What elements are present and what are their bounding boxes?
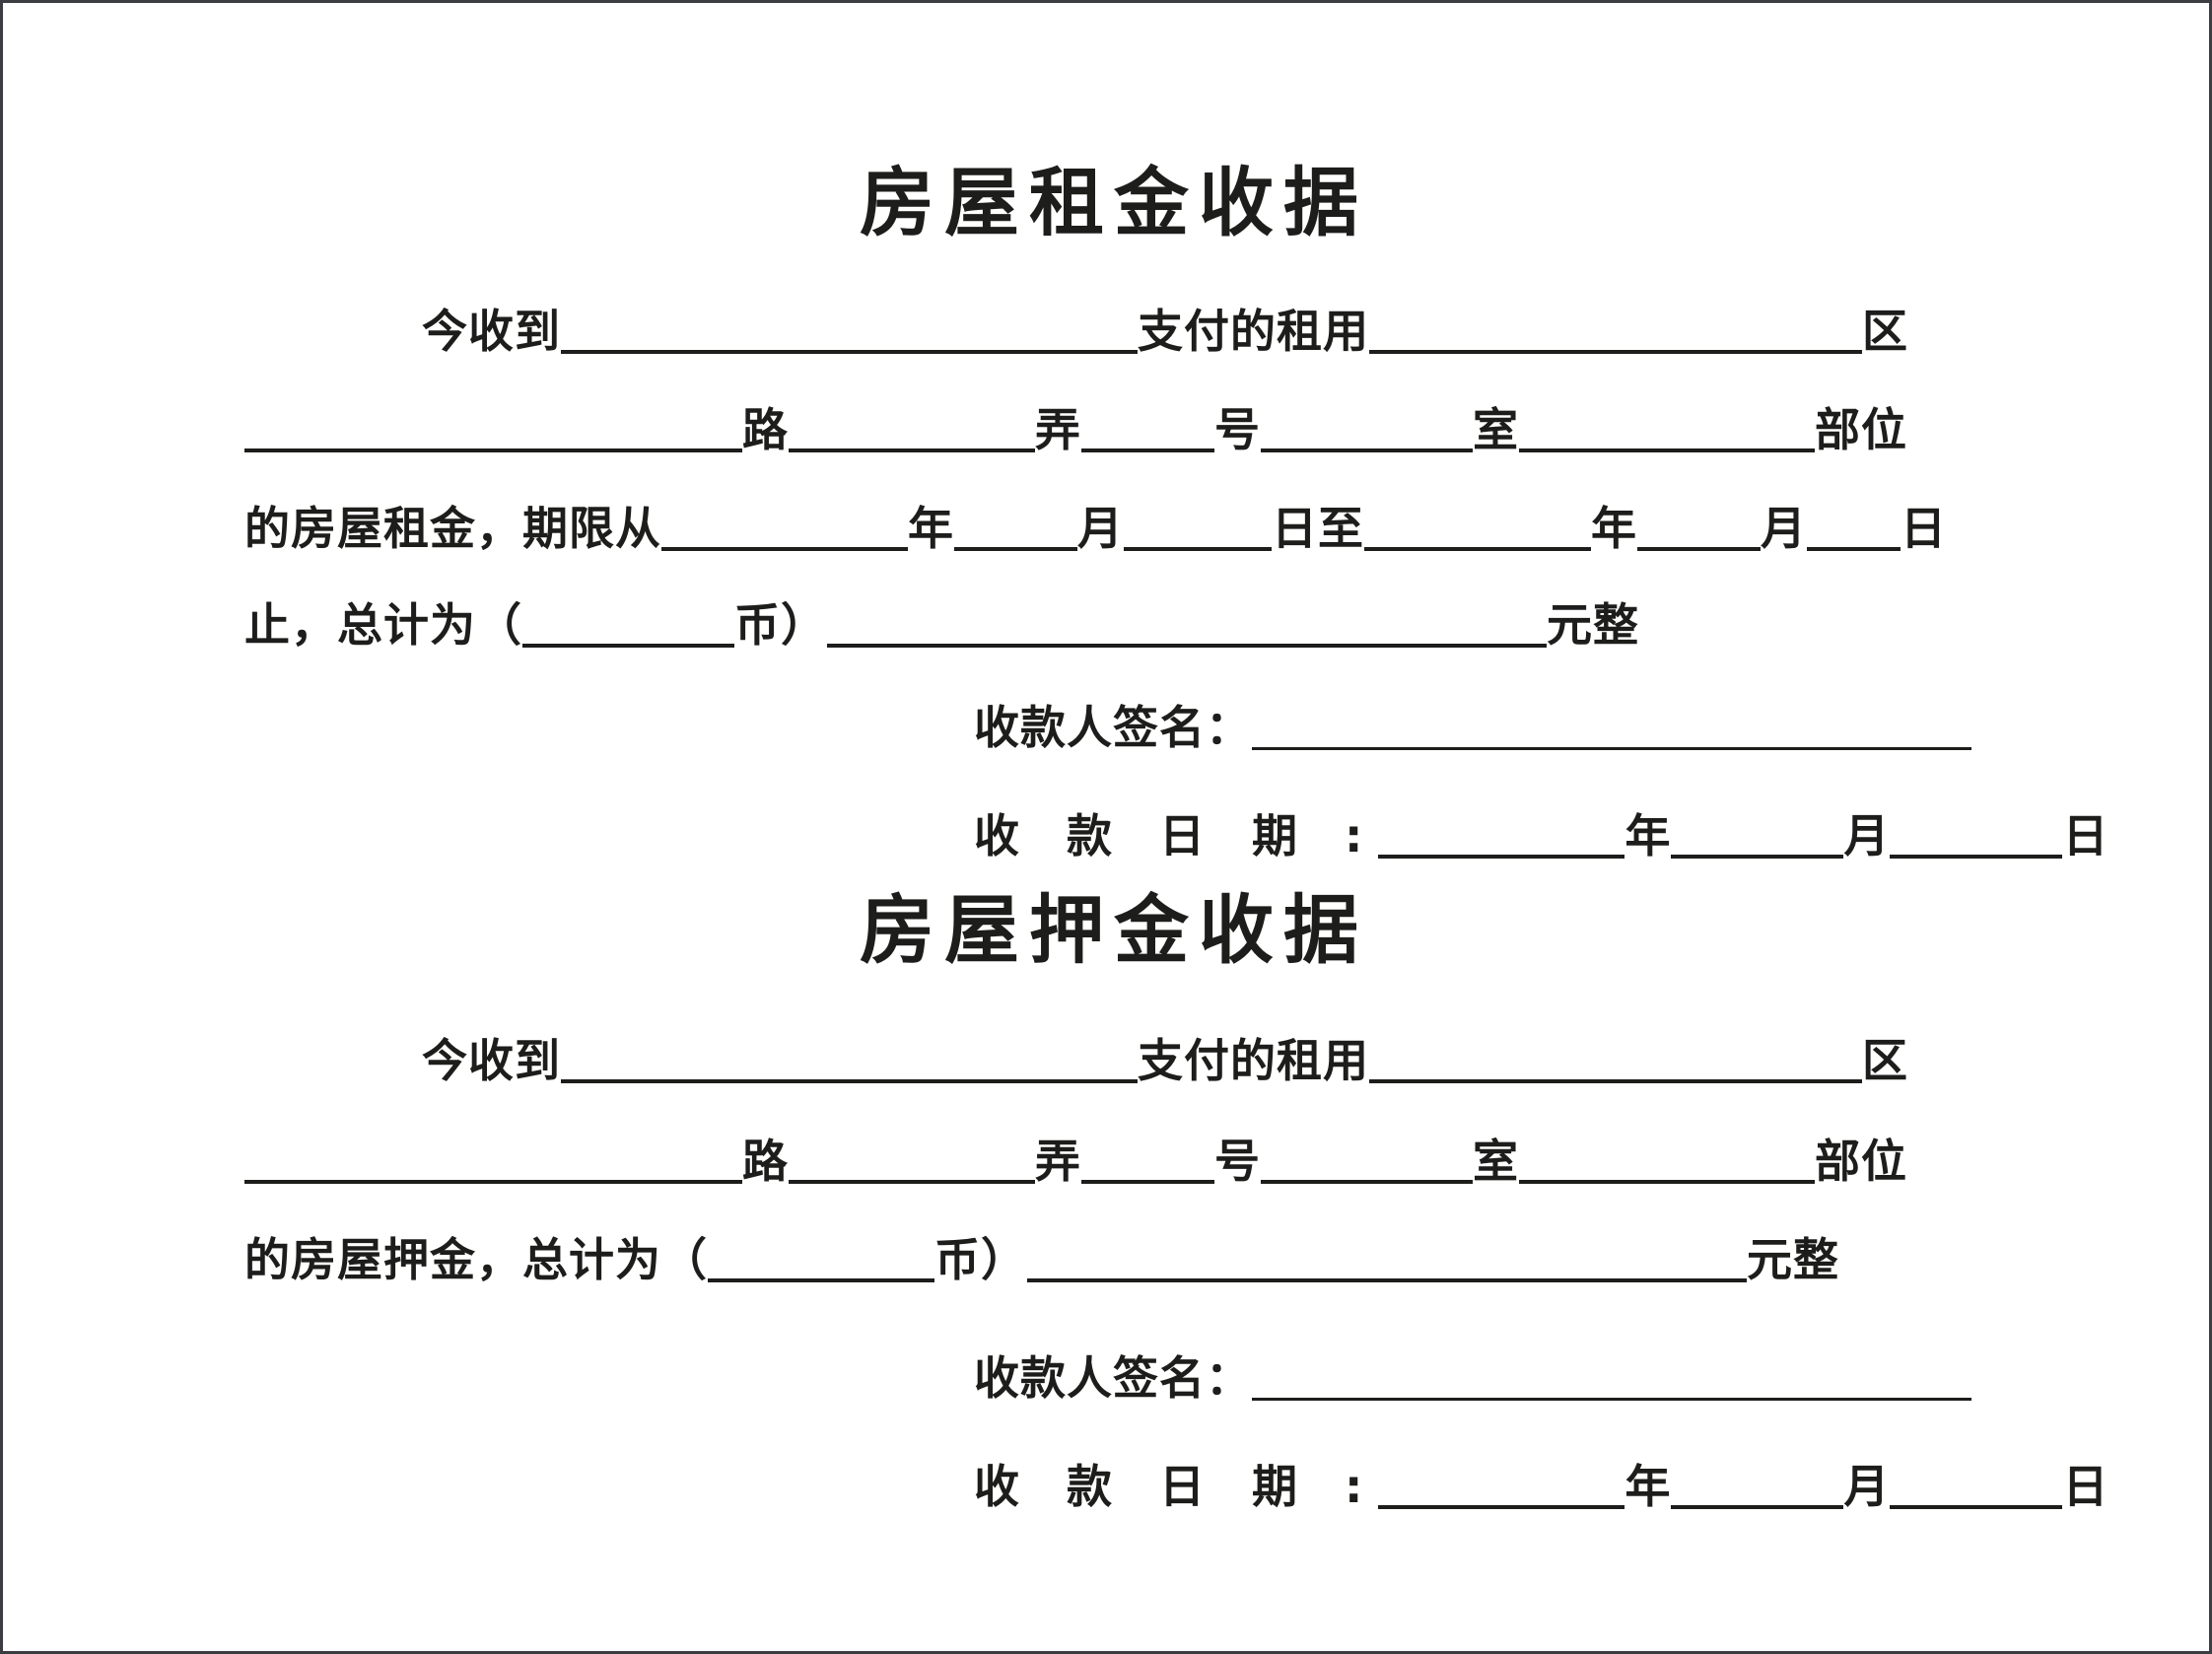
- rent-line-3: 的房屋租金，期限从 年 月 日至 年 月 日: [244, 506, 1947, 551]
- rent-end-month-blank[interactable]: [1637, 506, 1761, 551]
- rent-date-month-label: 月: [1843, 809, 1891, 862]
- rent-paid-for-label: 支付的租用: [1138, 305, 1369, 358]
- deposit-district-label: 区: [1862, 1034, 1908, 1087]
- deposit-payer-blank[interactable]: [561, 1038, 1138, 1083]
- rent-currency-label: 币）: [734, 598, 827, 652]
- deposit-receipt-title: 房屋押金收据: [860, 886, 1368, 974]
- rent-date-day-blank[interactable]: [1890, 813, 2063, 859]
- deposit-date-line: 收 款 日 期 : 年 月 日: [974, 1464, 2108, 1509]
- rent-road-label: 路: [742, 403, 789, 456]
- deposit-number-label: 号: [1214, 1135, 1261, 1188]
- deposit-currency-blank[interactable]: [708, 1237, 934, 1282]
- rent-start-month-blank[interactable]: [954, 506, 1077, 551]
- deposit-signature-line: 收款人签名：: [974, 1355, 1971, 1401]
- deposit-road-blank[interactable]: [244, 1138, 742, 1184]
- rent-road-blank[interactable]: [244, 407, 742, 452]
- deposit-number-blank[interactable]: [1081, 1138, 1214, 1184]
- rent-received-label: 今收到: [422, 305, 561, 358]
- rent-date-line: 收 款 日 期 : 年 月 日: [974, 813, 2108, 859]
- rent-end-year-blank[interactable]: [1364, 506, 1591, 551]
- rent-end-day-blank[interactable]: [1807, 506, 1901, 551]
- rent-part-label: 部位: [1815, 403, 1907, 456]
- deposit-total-label: 的房屋押金，总计为（: [244, 1233, 708, 1286]
- deposit-part-blank[interactable]: [1519, 1138, 1815, 1184]
- rent-date-year-blank[interactable]: [1378, 813, 1625, 859]
- rent-total-label: 止，总计为（: [244, 598, 522, 652]
- deposit-lane-blank[interactable]: [789, 1138, 1035, 1184]
- deposit-amount-blank[interactable]: [1027, 1237, 1747, 1282]
- rent-date-year-label: 年: [1624, 809, 1672, 862]
- rent-end-year-label: 年: [1591, 502, 1637, 555]
- rent-start-day-blank[interactable]: [1124, 506, 1272, 551]
- rent-signature-line: 收款人签名：: [974, 705, 1971, 750]
- rent-date-day-label: 日: [2062, 809, 2109, 862]
- deposit-signature-blank[interactable]: [1252, 1356, 1971, 1401]
- deposit-paid-for-label: 支付的租用: [1138, 1034, 1369, 1087]
- rent-term-label: 的房屋租金，期限从: [244, 502, 661, 555]
- deposit-line-2: 路 弄 号 室 部位: [244, 1138, 1907, 1184]
- rent-end-month-label: 月: [1761, 502, 1807, 555]
- rent-start-year-label: 年: [908, 502, 954, 555]
- rent-currency-blank[interactable]: [522, 602, 734, 648]
- deposit-date-month-blank[interactable]: [1671, 1464, 1844, 1509]
- rent-line-2: 路 弄 号 室 部位: [244, 407, 1907, 452]
- rent-room-label: 室: [1473, 403, 1519, 456]
- deposit-room-label: 室: [1473, 1135, 1519, 1188]
- rent-number-blank[interactable]: [1081, 407, 1214, 452]
- rent-start-year-blank[interactable]: [661, 506, 908, 551]
- rent-number-label: 号: [1214, 403, 1261, 456]
- deposit-line-1: 今收到 支付的租用 区: [422, 1038, 1908, 1083]
- deposit-currency-label: 币）: [934, 1233, 1027, 1286]
- rent-amount-unit-label: 元整: [1547, 598, 1639, 652]
- deposit-lane-label: 弄: [1035, 1135, 1081, 1188]
- deposit-room-blank[interactable]: [1261, 1138, 1473, 1184]
- deposit-district-blank[interactable]: [1369, 1038, 1862, 1083]
- rent-signature-label: 收款人签名：: [974, 701, 1252, 754]
- deposit-date-label: 收 款 日 期 :: [974, 1460, 1379, 1513]
- deposit-date-year-label: 年: [1624, 1460, 1672, 1513]
- deposit-date-day-blank[interactable]: [1890, 1464, 2063, 1509]
- deposit-line-3: 的房屋押金，总计为（ 币） 元整: [244, 1237, 1839, 1282]
- rent-receipt-title: 房屋租金收据: [860, 159, 1368, 246]
- rent-lane-blank[interactable]: [789, 407, 1035, 452]
- rent-date-label: 收 款 日 期 :: [974, 809, 1379, 862]
- rent-signature-blank[interactable]: [1252, 706, 1971, 750]
- deposit-part-label: 部位: [1815, 1135, 1907, 1188]
- rent-part-blank[interactable]: [1519, 407, 1815, 452]
- rent-payer-blank[interactable]: [561, 309, 1138, 354]
- deposit-date-month-label: 月: [1843, 1460, 1891, 1513]
- deposit-signature-label: 收款人签名：: [974, 1351, 1252, 1405]
- rent-start-month-label: 月: [1077, 502, 1124, 555]
- rent-lane-label: 弄: [1035, 403, 1081, 456]
- deposit-amount-unit-label: 元整: [1747, 1233, 1839, 1286]
- rent-line-1: 今收到 支付的租用 区: [422, 309, 1908, 354]
- rent-amount-blank[interactable]: [827, 602, 1547, 648]
- rent-date-month-blank[interactable]: [1671, 813, 1844, 859]
- deposit-road-label: 路: [742, 1135, 789, 1188]
- rent-district-label: 区: [1862, 305, 1908, 358]
- rent-end-day-label: 日: [1901, 502, 1947, 555]
- rent-start-day-label: 日至: [1272, 502, 1364, 555]
- rent-room-blank[interactable]: [1261, 407, 1473, 452]
- receipt-sheet: 房屋租金收据 今收到 支付的租用 区 路 弄 号 室 部位 的房屋租金，期限从 …: [3, 3, 2209, 1651]
- rent-line-4: 止，总计为（ 币） 元整: [244, 602, 1639, 648]
- rent-district-blank[interactable]: [1369, 309, 1862, 354]
- deposit-date-year-blank[interactable]: [1378, 1464, 1625, 1509]
- deposit-received-label: 今收到: [422, 1034, 561, 1087]
- deposit-date-day-label: 日: [2062, 1460, 2109, 1513]
